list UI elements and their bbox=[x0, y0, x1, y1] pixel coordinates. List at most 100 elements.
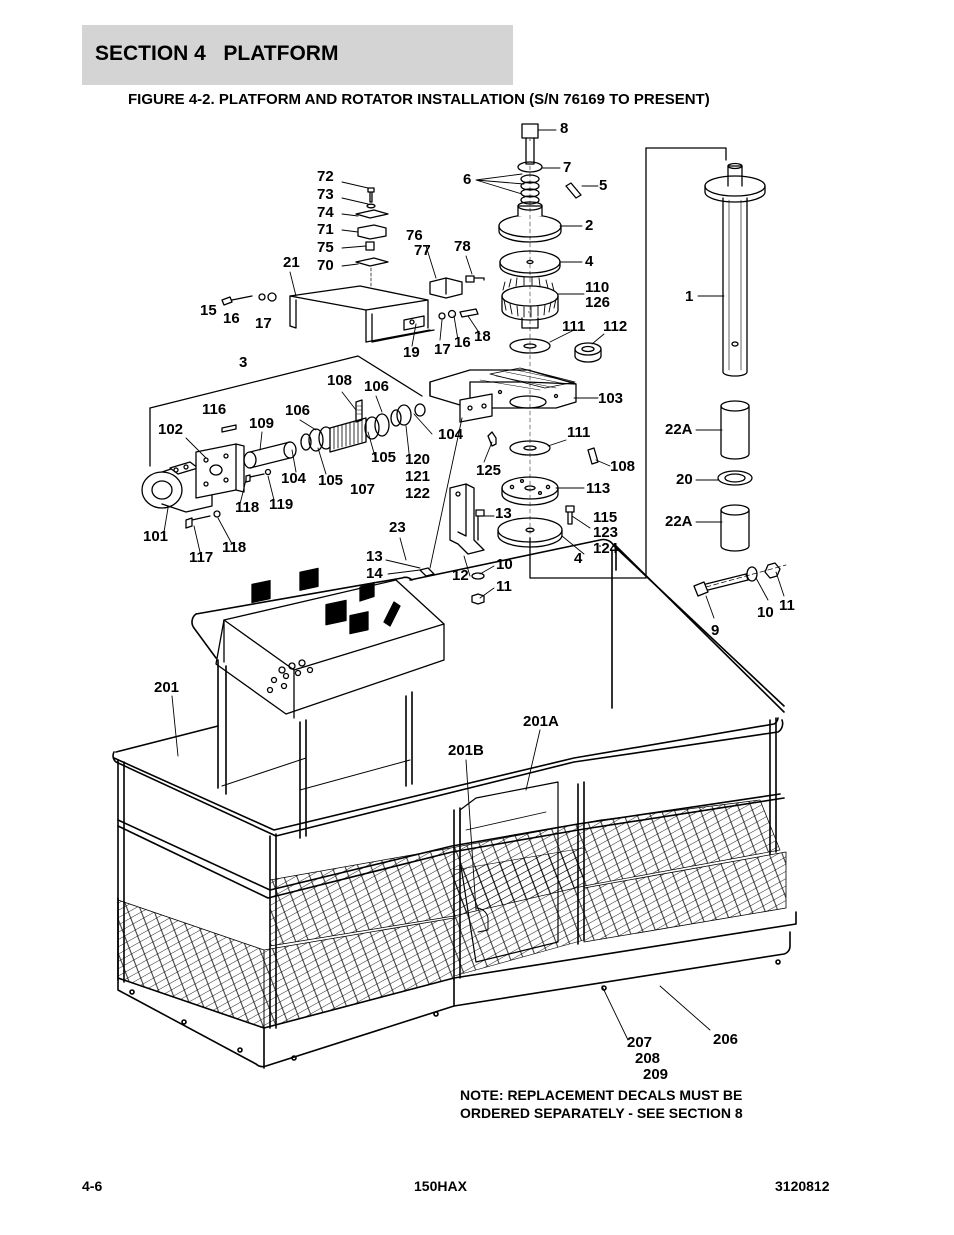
figure-title: FIGURE 4-2. PLATFORM AND ROTATOR INSTALL… bbox=[128, 91, 710, 108]
callout-73: 73 bbox=[317, 186, 334, 203]
callout-7: 7 bbox=[563, 159, 572, 176]
callout-23: 23 bbox=[389, 519, 406, 536]
callout-14: 14 bbox=[366, 565, 383, 582]
callout-105-left: 105 bbox=[318, 472, 344, 489]
callout-17-right: 17 bbox=[434, 341, 451, 358]
callout-119: 119 bbox=[269, 496, 294, 513]
section-title: SECTION 4 PLATFORM bbox=[95, 42, 339, 65]
callout-108-right: 108 bbox=[610, 458, 636, 475]
callout-4: 4 bbox=[585, 253, 594, 270]
washer-111-upper bbox=[509, 338, 551, 354]
platform-basket-201 bbox=[112, 538, 797, 1069]
callout-20: 20 bbox=[676, 471, 693, 488]
callout-8: 8 bbox=[560, 120, 569, 137]
callout-13-left: 13 bbox=[366, 548, 383, 565]
control-console bbox=[215, 567, 445, 719]
callout-108-left: 108 bbox=[327, 372, 353, 389]
callout-22a-upper: 22A bbox=[665, 421, 693, 438]
pin-5 bbox=[565, 182, 582, 199]
drive-coupling-109 bbox=[243, 441, 297, 469]
leader-frame-top bbox=[645, 147, 727, 161]
callout-4-lower: 4 bbox=[574, 550, 583, 567]
washer-7 bbox=[517, 161, 543, 173]
callout-11-right: 11 bbox=[779, 597, 795, 614]
callout-201b: 201B bbox=[448, 742, 484, 759]
footer-model: 150HAX bbox=[414, 1178, 467, 1194]
callout-1: 1 bbox=[685, 288, 694, 305]
callout-6: 6 bbox=[463, 171, 472, 188]
bolt-8-head bbox=[521, 123, 539, 139]
bushing-22a-upper bbox=[720, 400, 750, 460]
callout-106-upper: 106 bbox=[364, 378, 390, 395]
decal-note-line-1: NOTE: REPLACEMENT DECALS MUST BE bbox=[460, 1087, 743, 1103]
adjuster-108-left bbox=[355, 399, 363, 423]
washer-20 bbox=[717, 470, 753, 486]
callout-116: 116 bbox=[202, 401, 227, 418]
callout-126: 126 bbox=[585, 294, 611, 311]
callout-78: 78 bbox=[454, 238, 471, 255]
callout-125: 125 bbox=[476, 462, 502, 479]
callout-110: 110 bbox=[585, 279, 610, 296]
callout-18: 18 bbox=[474, 328, 491, 345]
adjust-screw-108-right bbox=[587, 447, 599, 465]
mount-hardware-70-75 bbox=[355, 187, 389, 289]
callout-201a: 201A bbox=[523, 713, 559, 730]
bolt-8-shank bbox=[525, 137, 535, 165]
callout-16-left: 16 bbox=[223, 310, 240, 327]
callout-109: 109 bbox=[249, 415, 275, 432]
leader-lines bbox=[163, 129, 785, 1041]
bolt-9-washer-10-nut-11 bbox=[693, 562, 787, 597]
callout-104-left: 104 bbox=[281, 470, 307, 487]
callout-118-upper: 118 bbox=[235, 499, 260, 516]
callout-111-upper: 111 bbox=[562, 318, 586, 335]
callout-124: 124 bbox=[593, 540, 619, 557]
bracket-12 bbox=[449, 483, 485, 605]
decal-note: NOTE: REPLACEMENT DECALS MUST BE ORDERED… bbox=[460, 1086, 743, 1122]
callout-111-lower: 111 bbox=[567, 424, 591, 441]
callout-121: 121 bbox=[405, 468, 431, 485]
callout-10-right: 10 bbox=[757, 604, 774, 621]
callout-123: 123 bbox=[593, 524, 619, 541]
clamp-76-77 bbox=[429, 275, 485, 299]
control-box-support-21 bbox=[289, 285, 435, 343]
footer-page-number: 4-6 bbox=[82, 1178, 103, 1194]
footer-doc-number: 3120812 bbox=[775, 1178, 830, 1194]
rotator-housing-103 bbox=[429, 367, 577, 423]
callout-118-lower: 118 bbox=[222, 539, 247, 556]
callout-120: 120 bbox=[405, 451, 431, 468]
callout-113: 113 bbox=[586, 480, 611, 497]
callout-117: 117 bbox=[189, 549, 214, 566]
bolts-117-119 bbox=[185, 468, 272, 529]
callout-19: 19 bbox=[403, 344, 420, 361]
callout-2: 2 bbox=[585, 217, 594, 234]
callout-201: 201 bbox=[154, 679, 180, 696]
section-header-band bbox=[82, 25, 513, 85]
callout-102: 102 bbox=[158, 421, 184, 438]
callout-22a-lower: 22A bbox=[665, 513, 693, 530]
callout-115: 115 bbox=[593, 509, 618, 526]
callout-12: 12 bbox=[452, 567, 469, 584]
callout-9: 9 bbox=[711, 622, 720, 639]
leader-frame-right bbox=[529, 147, 647, 579]
callout-71: 71 bbox=[317, 221, 334, 238]
bushing-112 bbox=[574, 342, 602, 363]
callout-107: 107 bbox=[350, 481, 376, 498]
callout-21: 21 bbox=[283, 254, 300, 271]
callout-75: 75 bbox=[317, 239, 334, 256]
callout-11-center: 11 bbox=[496, 578, 512, 595]
callout-112: 112 bbox=[603, 318, 628, 335]
callout-208: 208 bbox=[635, 1050, 661, 1067]
callout-101: 101 bbox=[143, 528, 169, 545]
callout-5: 5 bbox=[599, 177, 608, 194]
pin-116 bbox=[221, 424, 237, 433]
callout-13-right: 13 bbox=[495, 505, 512, 522]
callout-103: 103 bbox=[598, 390, 624, 407]
screw-115 bbox=[565, 505, 575, 525]
bushing-22a-lower bbox=[720, 504, 750, 552]
callout-122: 122 bbox=[405, 485, 431, 502]
callout-77: 77 bbox=[414, 242, 431, 259]
callout-3: 3 bbox=[239, 354, 248, 371]
callout-207: 207 bbox=[627, 1034, 653, 1051]
rotator-stack bbox=[429, 123, 727, 579]
